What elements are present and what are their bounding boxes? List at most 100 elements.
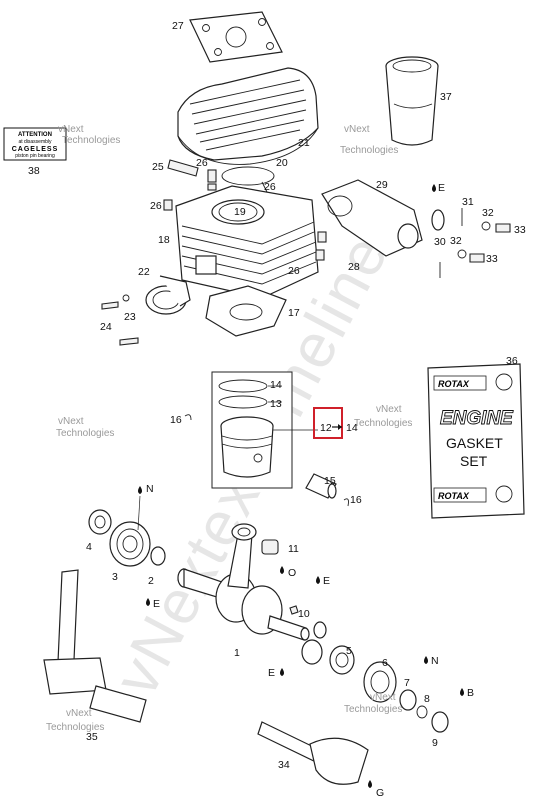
svg-text:at disassembly: at disassembly <box>18 139 52 145</box>
label-34: 34 <box>278 759 290 771</box>
label-26b: 26 <box>264 181 276 193</box>
lubricant-drop-icon-e3 <box>280 668 284 676</box>
lube-g: G <box>376 787 384 799</box>
svg-text:Technologies: Technologies <box>340 145 398 156</box>
label-26d: 26 <box>288 265 300 277</box>
label-32a: 32 <box>482 207 494 219</box>
circlip-16b <box>343 498 349 507</box>
lube-n-1: N <box>146 483 154 495</box>
bearing-3 <box>109 521 151 567</box>
lubricant-drop-icon-e1 <box>146 598 150 606</box>
lubricant-drop-icon-e2 <box>316 576 320 584</box>
screw-24b <box>119 337 139 346</box>
label-33b: 33 <box>486 253 498 265</box>
svg-text:vNext: vNext <box>370 692 396 703</box>
nut-33a <box>495 223 511 233</box>
svg-text:vNext: vNext <box>58 416 84 427</box>
watermark-5: vNext Technologies <box>46 708 104 733</box>
lube-e-3: E <box>268 667 275 679</box>
label-12: 12 <box>320 422 332 434</box>
label-15: 15 <box>324 475 336 487</box>
label-26a: 26 <box>196 157 208 169</box>
needle-bearing-11 <box>261 539 279 555</box>
cylinder-block <box>175 185 319 299</box>
svg-text:Technologies: Technologies <box>344 704 402 715</box>
cylinder-head <box>177 67 319 165</box>
dowel-left <box>163 199 173 211</box>
attention-sticker: ATTENTION at disassembly CAGELESS piston… <box>3 127 67 161</box>
crankshaft <box>177 568 310 641</box>
dowel-pin <box>167 159 199 177</box>
label-33a: 33 <box>514 224 526 236</box>
label-24: 24 <box>100 321 112 333</box>
label-16a: 16 <box>170 414 182 426</box>
watermark-2: vNext Technologies <box>340 124 398 156</box>
label-13: 13 <box>270 398 282 410</box>
gasket-box-brand-bottom: ROTAX <box>438 491 470 501</box>
svg-text:ROTAX: ROTAX <box>438 379 470 389</box>
lubricant-drop-icon-n1 <box>138 486 142 494</box>
label-21: 21 <box>298 137 310 149</box>
svg-text:Technologies: Technologies <box>62 135 120 146</box>
connecting-rod <box>227 523 257 589</box>
exhaust-manifold <box>321 179 423 257</box>
lubricant-drop-icon-n2 <box>424 656 428 664</box>
dowel-sleeve-2 <box>207 183 217 191</box>
label-28: 28 <box>348 261 360 273</box>
ring-2 <box>150 546 166 566</box>
intake-manifold <box>145 275 191 315</box>
label-9: 9 <box>432 737 438 749</box>
cylinder-sleeve <box>385 56 439 146</box>
watermark-1: vNext Technologies <box>58 124 120 146</box>
label-31: 31 <box>462 196 474 208</box>
label-17: 17 <box>288 307 300 319</box>
label-1: 1 <box>234 647 240 659</box>
arrow-target-14: 14 <box>346 422 358 434</box>
label-18: 18 <box>158 234 170 246</box>
piston <box>220 416 274 478</box>
lubricant-drop-icon <box>432 184 436 192</box>
nut-33b <box>469 253 485 263</box>
watermark-3: vNext Technologies <box>56 416 114 439</box>
washer-32a <box>481 221 491 231</box>
lube-e-top: E <box>438 182 445 194</box>
svg-text:Technologies: Technologies <box>46 722 104 733</box>
lubricant-drop-icon-o <box>280 566 284 574</box>
label-6: 6 <box>382 657 388 669</box>
svg-text:Technologies: Technologies <box>354 418 412 429</box>
svg-text:vNext: vNext <box>376 404 402 415</box>
puller-tool <box>43 569 147 723</box>
label-29: 29 <box>376 179 388 191</box>
label-36: 36 <box>506 355 518 367</box>
label-2: 2 <box>148 575 154 587</box>
seal-7 <box>399 689 417 711</box>
svg-text:piston pin bearing: piston pin bearing <box>15 153 55 159</box>
watermark-6: vNext Technologies <box>344 692 402 715</box>
label-11: 11 <box>288 543 299 555</box>
lube-n-2: N <box>431 655 439 667</box>
sleeve-r1 <box>317 231 327 243</box>
label-30: 30 <box>434 236 446 248</box>
label-20: 20 <box>276 157 288 169</box>
lube-e-2: E <box>323 575 330 587</box>
svg-text:vNext: vNext <box>66 708 92 719</box>
label-37: 37 <box>440 91 452 103</box>
svg-text:CAGELESS: CAGELESS <box>12 146 59 153</box>
label-14: 14 <box>270 379 282 391</box>
sleeve-r2 <box>315 249 325 261</box>
base-gasket <box>205 285 287 337</box>
label-4: 4 <box>86 541 92 553</box>
circlip-16a <box>184 414 192 421</box>
label-25: 25 <box>152 161 164 173</box>
label-10: 10 <box>298 608 310 620</box>
label-23: 23 <box>124 311 136 323</box>
watermark-4: vNext Technologies <box>354 404 412 429</box>
washer-e <box>301 639 323 665</box>
label-19: 19 <box>234 206 246 218</box>
dowel-sleeve <box>207 169 217 183</box>
svg-text:GASKET: GASKET <box>446 435 503 451</box>
label-16b: 16 <box>350 494 362 506</box>
svg-text:ATTENTION: ATTENTION <box>18 132 52 138</box>
seal-9 <box>431 711 449 733</box>
